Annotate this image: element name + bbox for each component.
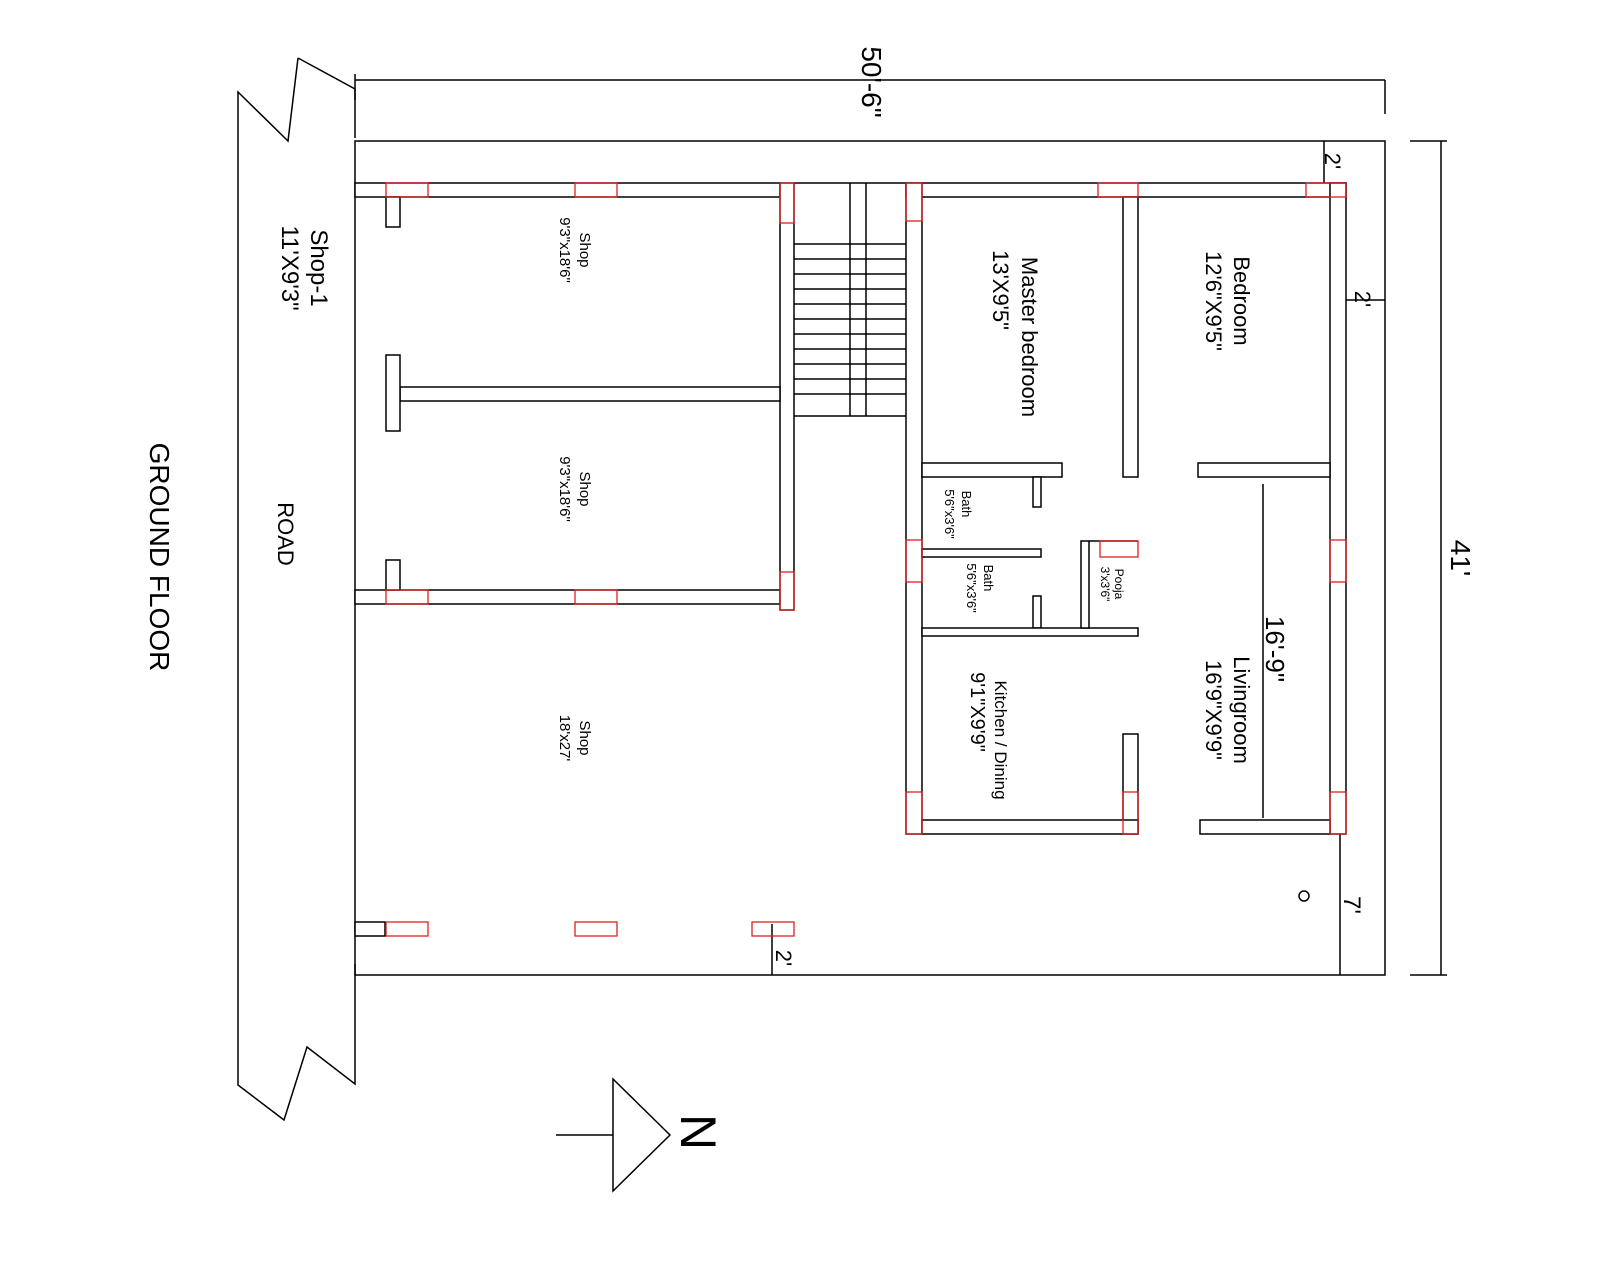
residence-top-wall [905, 182, 1347, 198]
road-outline [237, 57, 356, 1122]
kitchen-size: 9'1"X9'9" [966, 672, 988, 752]
shop-c-size: 18'x27' [556, 715, 573, 762]
kitchen-top-wall [921, 627, 1139, 637]
plot-boundary [354, 140, 1386, 976]
front-wall-stub [354, 921, 386, 937]
residence-left-wall [905, 182, 923, 835]
column [574, 921, 618, 937]
column [751, 921, 795, 937]
front-wall-stub [385, 559, 401, 591]
pooja-size: 3'x3'6" [1098, 567, 1112, 602]
shop1-name: Shop-1 [305, 229, 332, 306]
bath-door-jamb [1032, 595, 1042, 629]
mid-shop-wall [354, 589, 781, 605]
pooja-wall [1080, 540, 1090, 629]
shop-back-wall [779, 182, 795, 611]
bath1-name: Bath [959, 491, 974, 518]
width-dimension-line [354, 74, 1386, 114]
column [1099, 540, 1139, 558]
livingroom-name: Livingroom [1229, 656, 1254, 764]
bath2-size: 5'6"x3'6" [964, 563, 979, 613]
depth-dimension-line [1410, 140, 1447, 976]
columns [385, 182, 1347, 937]
partition-wall [399, 386, 781, 402]
bedroom-divider-wall [1122, 196, 1139, 478]
column [385, 921, 429, 937]
column [1122, 791, 1139, 835]
shop1-size: 11'X9'3" [276, 225, 303, 310]
bath2-name: Bath [981, 565, 996, 592]
column [905, 791, 923, 835]
bedroom-name: Bedroom [1229, 256, 1254, 345]
bath-divider-wall [921, 548, 1042, 558]
kitchen-name: Kitchen / Dining [991, 680, 1010, 799]
column [905, 539, 923, 583]
top-shop-wall [354, 182, 781, 198]
column [1329, 791, 1347, 835]
width-dimension-label: 50'-6" [856, 46, 887, 117]
partition-wall-end [385, 354, 401, 432]
column [385, 182, 429, 198]
shop-b-size: 9'3"x18'6" [556, 456, 573, 522]
column [385, 589, 429, 605]
column [574, 182, 618, 198]
livingroom-size: 16'9"X9'9" [1201, 660, 1226, 760]
staircase [794, 182, 906, 417]
column [1305, 182, 1347, 198]
column [574, 589, 618, 605]
shop-a-name: Shop [576, 232, 593, 267]
column [779, 182, 795, 224]
right-setback-label: 2' [1350, 291, 1375, 307]
column [1097, 182, 1139, 198]
living-dimension-label: 16'-9" [1260, 616, 1290, 682]
bath-door-jamb [1032, 476, 1042, 508]
north-arrow [556, 1077, 672, 1193]
living-bottom-wall [1199, 819, 1331, 835]
master-bedroom-size: 13'X9'5" [988, 250, 1013, 330]
pooja-name: Pooja [1112, 569, 1126, 600]
column [1329, 539, 1347, 583]
top-setback-label: 2' [1320, 153, 1345, 169]
column [779, 571, 795, 611]
master-bedroom-name: Master bedroom [1017, 257, 1042, 417]
bedroom-size: 12'6"X9'5" [1201, 251, 1226, 351]
road-label: ROAD [273, 502, 298, 566]
bottom-setback-label: 2' [771, 950, 796, 966]
rear-setback-label: 7' [1338, 896, 1365, 914]
residence-right-wall [1329, 182, 1347, 835]
drawing-title: GROUND FLOOR [144, 443, 175, 672]
shop-a-size: 9'3"x18'6" [556, 217, 573, 283]
north-label: N [670, 1114, 726, 1150]
shop-b-name: Shop [576, 471, 593, 506]
master-bedroom-bottom-wall [921, 462, 1063, 478]
kitchen-bottom-wall [921, 819, 1139, 835]
front-wall-stub [385, 196, 401, 228]
column [905, 182, 923, 222]
bedroom-bottom-wall [1197, 462, 1331, 478]
bath1-size: 5'6"x3'6" [942, 489, 957, 539]
depth-dimension-label: 41' [1445, 540, 1476, 577]
rear-marker [1298, 890, 1310, 902]
kitchen-right-wall [1122, 733, 1139, 835]
shop-c-name: Shop [576, 720, 593, 755]
